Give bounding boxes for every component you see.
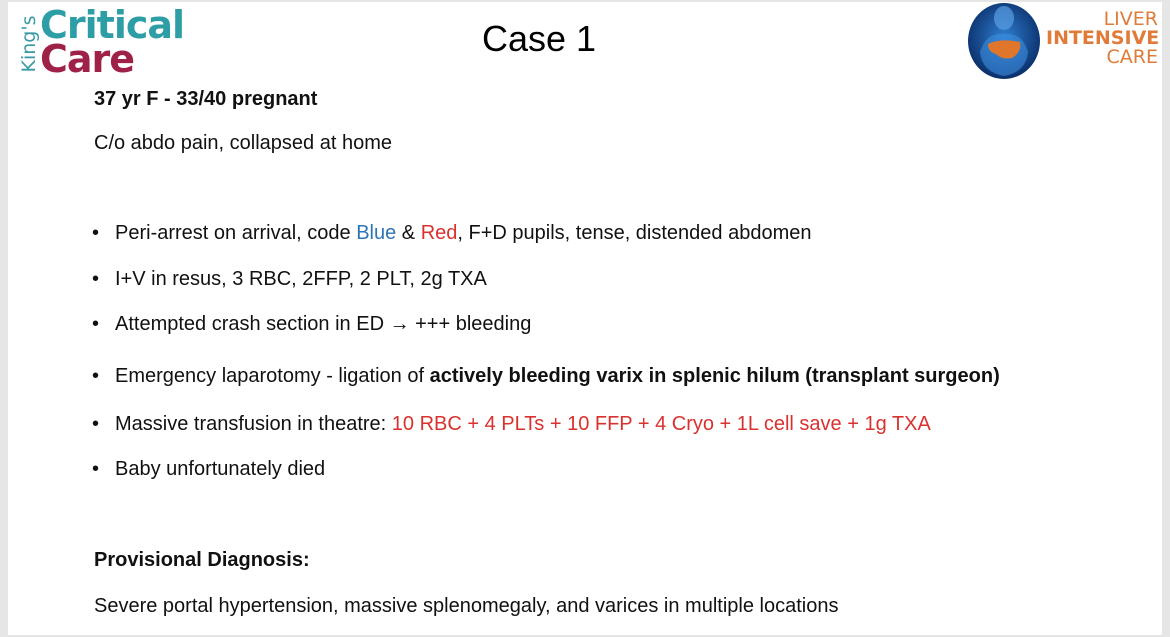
logo-intensive-text: INTENSIVE [1046,27,1160,49]
liver-body-icon [968,3,1040,79]
slide: King's Critical Care Case 1 LIVER INTENS… [8,2,1162,635]
logo-care-text: Care [40,37,135,81]
liver-intensive-care-logo: LIVER INTENSIVE CARE [966,2,1162,82]
kings-critical-care-logo: King's Critical Care [12,3,185,81]
bullet-item: Baby unfortunately died [115,458,326,480]
logo-kings-text: King's [18,15,40,73]
bullet-item: Emergency laparotomy - ligation of activ… [115,365,1000,387]
bullet-item: Peri-arrest on arrival, code Blue & Red,… [115,222,812,244]
bullet-item: Massive transfusion in theatre: 10 RBC +… [115,413,931,435]
logo-critical-text: Critical [40,3,185,47]
presenting-complaint: C/o abdo pain, collapsed at home [94,132,392,154]
diagnosis-heading: Provisional Diagnosis: [94,549,310,571]
bullet-item: Attempted crash section in ED → +++ blee… [115,313,532,335]
bullet-dot: • [92,268,100,290]
transfusion-products-text: 10 RBC + 4 PLTs + 10 FFP + 4 Cryo + 1L c… [391,413,931,435]
bullet-dot: • [92,313,100,335]
patient-summary: 37 yr F - 33/40 pregnant [94,88,318,110]
bullet-dot: • [92,222,100,244]
slide-title: Case 1 [482,18,597,59]
logo-liver-text: LIVER [1103,8,1158,30]
bullet-dot: • [92,365,100,387]
code-blue-text: Blue [356,222,397,244]
bold-finding-text: actively bleeding varix in splenic hilum… [429,365,1000,387]
diagnosis-text: Severe portal hypertension, massive sple… [94,595,839,617]
bullet-dot: • [92,413,100,435]
code-red-text: Red [420,222,458,244]
logo-care-right-text: CARE [1106,46,1158,68]
bullet-item: I+V in resus, 3 RBC, 2FFP, 2 PLT, 2g TXA [115,268,487,290]
bullet-dot: • [92,458,100,480]
